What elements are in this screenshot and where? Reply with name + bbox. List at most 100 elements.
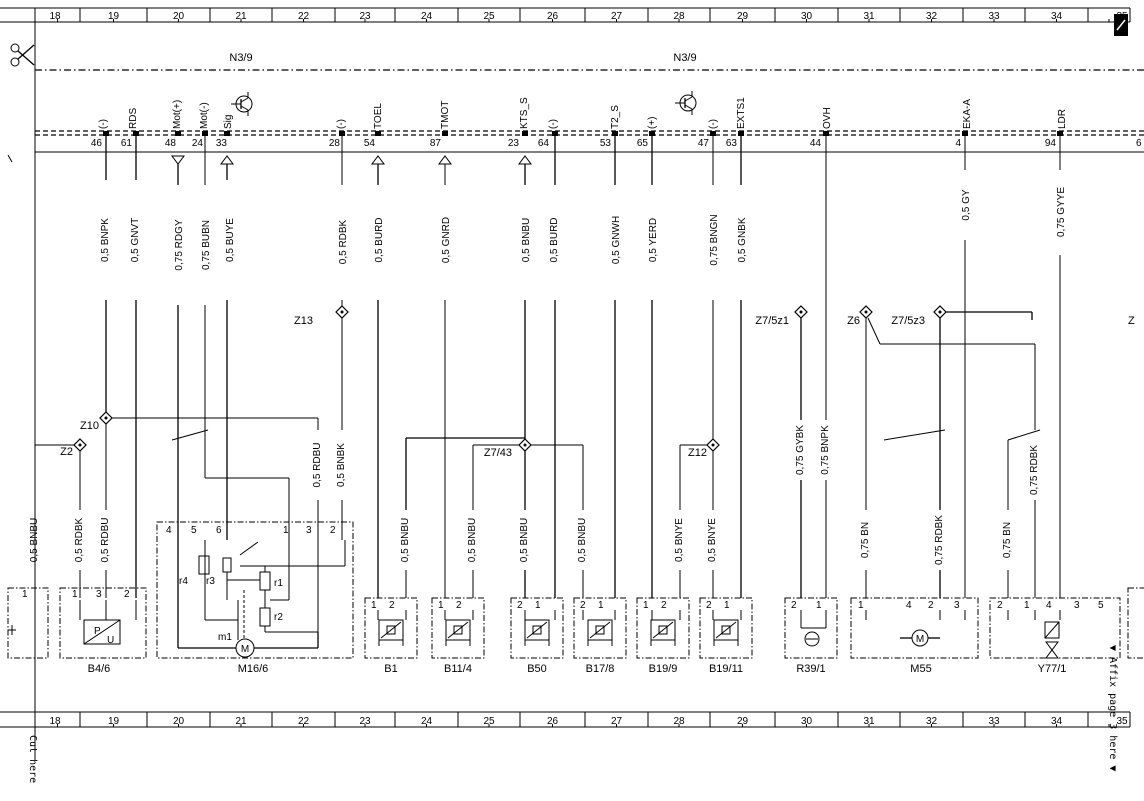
splice-label: Z7/5z3 [891, 315, 925, 327]
column-number: 27 [611, 716, 623, 727]
connector-pin [103, 131, 109, 136]
pin-number: 2 [124, 589, 130, 600]
pin-number: 4 [166, 525, 172, 536]
pin-number: 61 [121, 138, 133, 149]
splice-label: Z6 [847, 315, 860, 327]
wire-label: 0,5 BURD [374, 217, 385, 262]
wire-label: 0,5 BNYE [674, 518, 685, 562]
pin-number: 2 [791, 600, 797, 611]
adjuster-arrow-icon [239, 541, 259, 556]
resistor-label: r3 [206, 576, 215, 587]
column-number: 28 [673, 11, 685, 22]
connector-pin [375, 131, 381, 136]
pin-number: 1 [724, 600, 730, 611]
component-b4-6: 1 3 2 P U B4/6 [59, 587, 147, 675]
pin-number: 1 [371, 600, 377, 611]
component-right-partial [1127, 587, 1144, 659]
pin-number: 1 [598, 600, 604, 611]
column-number: 35 [1116, 716, 1128, 727]
signal-name: (-) [548, 119, 559, 129]
column-number: 21 [235, 11, 247, 22]
wire-label: 0,5 GNRD [441, 217, 452, 263]
wire-label: 0,75 BN [860, 522, 871, 558]
pin-number: 5 [1098, 600, 1104, 611]
connector-pin [133, 131, 139, 136]
connector-pin [612, 131, 618, 136]
pin-number: 1 [1024, 600, 1030, 611]
pin-number: 53 [600, 138, 612, 149]
pin-number: 23 [508, 138, 520, 149]
pin-number: 2 [456, 600, 462, 611]
splice-dot [340, 310, 344, 314]
wire-label: 0,5 GNWH [611, 216, 622, 264]
column-number: 32 [926, 11, 938, 22]
sensor-symbol: U [107, 635, 114, 646]
splice-label: Z [1128, 315, 1135, 327]
pin-number: 65 [637, 138, 649, 149]
column-number: 31 [863, 716, 875, 727]
wire-label: 0,5 BNBU [467, 518, 478, 562]
resistor-label: r1 [274, 578, 283, 589]
wire-label: 0,5 BNYE [707, 518, 718, 562]
pin-number: 2 [706, 600, 712, 611]
pin-number: 48 [165, 138, 177, 149]
signal-name: (-) [336, 119, 347, 129]
column-number: 24 [421, 716, 433, 727]
pin-number: 46 [91, 138, 103, 149]
column-number: 26 [547, 716, 559, 727]
splice-label: Z13 [294, 315, 313, 327]
pin-number: 63 [726, 138, 738, 149]
pin-number: 2 [928, 600, 934, 611]
wire-label: 0,5 YERD [648, 218, 659, 262]
pin-number: 2 [330, 525, 336, 536]
pin-number: 2 [389, 600, 395, 611]
component-m55: 1 4 2 3 M M55 [850, 597, 979, 675]
pin-number: 3 [306, 525, 312, 536]
pin-number: 6 [216, 525, 222, 536]
connector-pin [649, 131, 655, 136]
signal-name: KTS_S [519, 97, 530, 129]
wire-label: 0,5 BNBU [519, 518, 530, 562]
column-number: 19 [108, 716, 120, 727]
wire-label: 0,5 BUYE [225, 218, 236, 262]
column-number: 29 [737, 11, 749, 22]
connector-pin [339, 131, 345, 136]
wire-label: 0,5 RDBK [74, 517, 85, 562]
column-number: 25 [483, 716, 495, 727]
potentiometer-icon [259, 607, 271, 627]
wire-label: 0,5 BNPK [100, 218, 111, 262]
splice-dot [864, 310, 868, 314]
wire-label: 0,75 RDBK [1029, 445, 1040, 495]
component-m16-6: 4 5 6 1 3 2 M r4 r3 r1 r2 m1 [156, 521, 354, 675]
component-label: B19/9 [649, 663, 678, 675]
signal-name: TMOT [440, 101, 451, 129]
wire-label: 0,5 BNBU [29, 518, 40, 562]
column-number: 24 [421, 11, 433, 22]
splice-label: Z7/5z1 [755, 315, 789, 327]
pin-number: 3 [1074, 600, 1080, 611]
signal-name: OVH [822, 107, 833, 129]
signal-name: T2_S [610, 105, 621, 129]
pin-number: 4 [955, 138, 961, 149]
wire-label: 0,75 GYBK [795, 425, 806, 475]
cut-here-text: Cut here [27, 735, 38, 783]
wire-label: 0,75 RDBK [934, 515, 945, 565]
component-label: M55 [910, 663, 931, 675]
column-number: 23 [359, 716, 371, 727]
component-label: B19/11 [709, 663, 743, 675]
column-number: 18 [49, 11, 61, 22]
wire-label: 0,5 BNBU [521, 218, 532, 262]
pin-number: 2 [661, 600, 667, 611]
wire-label: 0,5 RDBU [100, 517, 111, 562]
temperature-sensor-icon [650, 619, 676, 641]
signal-name: (-) [98, 119, 109, 129]
pin-number: 1 [438, 600, 444, 611]
column-number: 33 [988, 11, 1000, 22]
pin-number: 1 [816, 600, 822, 611]
potentiometer-icon [259, 571, 271, 591]
input-arrow [438, 155, 452, 165]
pin-number: 1 [283, 525, 289, 536]
